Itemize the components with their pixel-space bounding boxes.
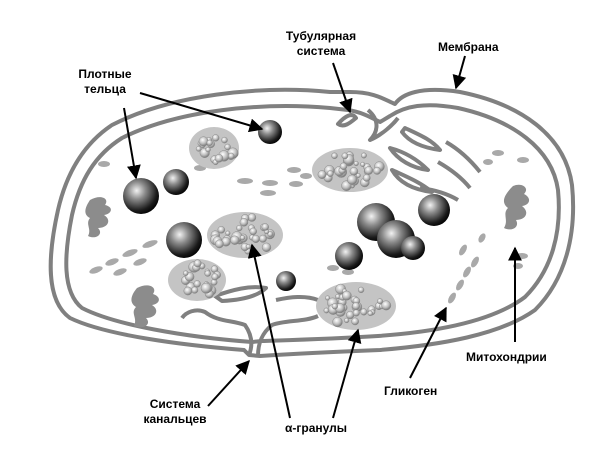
arrow-canal: [207, 359, 250, 407]
granule-particle: [331, 303, 338, 310]
granule-particle: [212, 134, 220, 142]
granule-particle: [217, 226, 226, 234]
granule-particle: [239, 218, 249, 227]
granule-particle: [251, 234, 260, 243]
dense-bodies: [123, 120, 450, 291]
label-mitochondria: Митохондрии: [466, 350, 547, 364]
granule-particle: [206, 139, 213, 146]
granule-particle: [195, 145, 202, 152]
granule-particle: [211, 273, 219, 281]
granule-particle: [352, 302, 360, 311]
granule-particle: [352, 309, 360, 317]
granule-particle: [332, 316, 343, 328]
dense-body: [401, 236, 425, 260]
granule-particle: [258, 234, 267, 243]
dense-body: [166, 222, 202, 258]
arrow-alpha-2: [332, 328, 362, 419]
granule-particle: [362, 174, 371, 182]
granule-particle: [341, 152, 349, 160]
dense-body: [258, 120, 282, 144]
granule-particle: [377, 298, 383, 305]
granule-particle: [204, 270, 211, 277]
granule-particle: [230, 235, 240, 245]
granule-particle: [326, 170, 334, 177]
granule-particle: [225, 230, 231, 236]
granule-particle: [381, 300, 392, 311]
granule-particle: [200, 282, 212, 294]
cell-membrane: [48, 87, 576, 358]
granule-particle: [245, 244, 251, 250]
label-glycogen: Гликоген: [384, 384, 438, 398]
granule-particle: [228, 152, 235, 160]
granule-particle: [353, 160, 359, 167]
dense-body: [276, 271, 296, 291]
granule-particle: [341, 290, 352, 301]
label-alpha-granules: α-гранулы: [285, 421, 348, 435]
mitochondria: [85, 184, 530, 328]
label-tubular-system: Тубулярная система: [285, 29, 357, 58]
granule-particle: [182, 270, 189, 276]
dense-body: [335, 242, 363, 270]
label-dense-bodies: Плотные тельца: [78, 67, 132, 96]
tubular-system: [336, 108, 482, 202]
arrow-membrane: [452, 55, 467, 90]
arrow-tubular-system: [332, 62, 353, 114]
granule-particle: [239, 235, 246, 241]
arrow-alpha-1: [247, 243, 291, 419]
arrow-dense-bodies-2: [123, 107, 141, 180]
mitochondrion: [131, 285, 159, 328]
arrow-glycogen: [409, 306, 447, 379]
granule-particle: [339, 162, 348, 171]
granule-particle: [355, 173, 361, 178]
glycogen-particles: [89, 150, 529, 304]
granule-particle: [215, 239, 224, 249]
granule-particle: [367, 310, 374, 317]
canalicular-system: [180, 285, 319, 357]
granule-particle: [347, 174, 358, 185]
granule-particle: [214, 154, 224, 163]
granule-particle: [360, 161, 366, 167]
alpha-granules: [168, 127, 396, 330]
granule-particle: [249, 227, 257, 236]
granule-particle: [193, 259, 202, 268]
dense-body: [418, 194, 450, 226]
granule-particle: [236, 224, 243, 232]
granule-particle: [373, 166, 382, 175]
label-canalicular-system: Система канальцев: [143, 397, 207, 426]
granule-particle: [357, 286, 365, 294]
granule-particle: [364, 166, 374, 175]
arrow-dense-bodies-1: [139, 92, 264, 133]
granule-particle: [360, 308, 368, 316]
granule-particle: [205, 146, 211, 153]
mitochondrion: [85, 197, 111, 238]
pointer-arrows: [123, 55, 522, 419]
granule-particle: [331, 152, 338, 160]
granule-particle: [183, 286, 193, 296]
granule-particle: [325, 295, 331, 301]
granule-particle: [323, 307, 330, 314]
granule-particle: [193, 280, 201, 288]
dense-body: [123, 178, 159, 214]
granule-particle: [360, 152, 367, 159]
dense-body: [163, 169, 189, 195]
granule-particle: [343, 317, 350, 324]
label-membrane: Мембрана: [438, 40, 499, 54]
granule-particle: [317, 170, 327, 179]
granule-particle: [224, 143, 231, 151]
granule-particle: [351, 317, 359, 326]
granule-particle: [221, 136, 228, 144]
granule-particle: [261, 242, 272, 252]
granule-particle: [191, 286, 199, 294]
granule-particle: [261, 223, 269, 231]
mitochondrion: [503, 184, 530, 230]
